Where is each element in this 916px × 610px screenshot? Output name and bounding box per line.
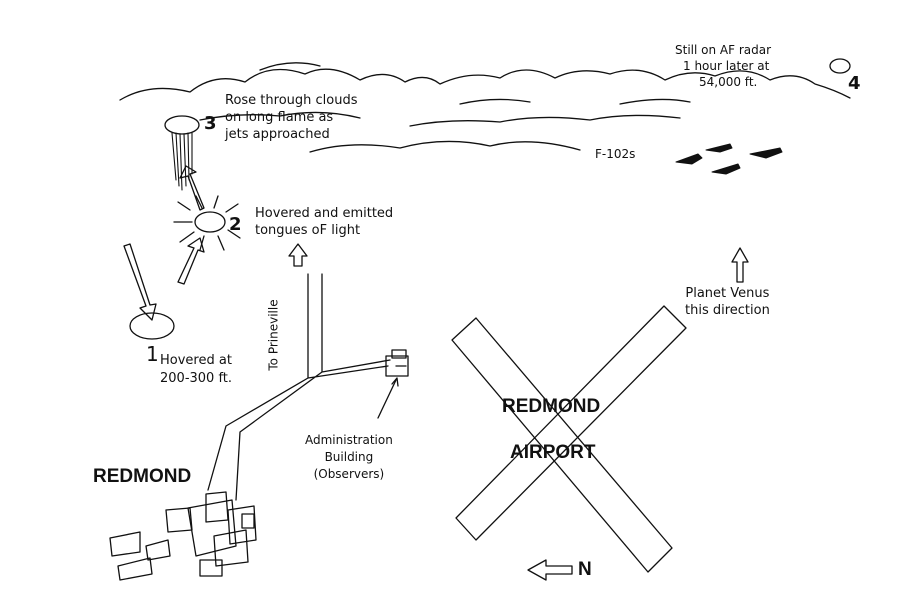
object-1-ellipse (129, 312, 175, 340)
airport-label-line-2: AIRPORT (510, 442, 596, 463)
cloud-layer-4 (259, 62, 691, 105)
venus-label: Planet Venus this direction (685, 285, 770, 319)
to-prineville-label: To Prineville (266, 299, 281, 371)
admin-line-2: Building (324, 450, 374, 464)
object-2-ellipse (194, 211, 226, 233)
f102-label: F-102s (595, 147, 636, 161)
road (207, 273, 391, 501)
object-3-ellipse (164, 115, 200, 135)
rose-line-3: jets approached (225, 127, 330, 142)
arrow-2-to-3 (179, 165, 205, 211)
rose-through-clouds-label: Rose through clouds on long flame as jet… (225, 92, 358, 143)
hovered-line-2: tongues oF light (255, 223, 361, 238)
prineville-arrow-icon (288, 243, 308, 267)
admin-line-3: (Observers) (313, 467, 385, 481)
runway-1 (451, 317, 673, 573)
rose-line-2: on long flame as (225, 110, 334, 125)
cloud-layer (119, 68, 851, 101)
rose-line-1: Rose through clouds (225, 93, 358, 108)
marker-4-label: 4 (848, 73, 861, 94)
north-arrow-icon (527, 559, 573, 581)
venus-line-2: this direction (685, 303, 770, 318)
marker-3-label: 3 (204, 113, 217, 134)
admin-building-label: Administration Building (Observers) (305, 432, 393, 483)
north-label: N (578, 559, 592, 580)
arrow-down-to-1 (123, 243, 157, 321)
hov-alt-line-2: 200-300 ft. (160, 371, 233, 386)
still-line-3: 54,000 ft. (699, 75, 758, 89)
hov-alt-line-1: Hovered at (160, 353, 232, 368)
still-on-radar-label: Still on AF radar 1 hour later at 54,000… (675, 42, 771, 90)
flame-trail (171, 132, 193, 191)
light-rays (173, 195, 241, 251)
f102-jets (675, 143, 783, 175)
venus-line-1: Planet Venus (685, 286, 770, 301)
arrow-1-to-2 (177, 237, 205, 285)
marker-2-label: 2 (229, 214, 242, 235)
admin-pointer-head (391, 377, 399, 387)
cloud-layer-2 (199, 111, 681, 127)
object-4-ellipse (829, 58, 851, 74)
cloud-layer-3 (309, 140, 581, 153)
admin-building-icon (385, 349, 409, 377)
admin-pointer-arrow (377, 379, 397, 419)
marker-1-label: 1 (146, 342, 159, 366)
still-line-2: 1 hour later at (683, 59, 770, 73)
airport-label-line-1: REDMOND (502, 396, 601, 417)
still-line-1: Still on AF radar (675, 43, 772, 57)
runway-2 (455, 305, 687, 541)
redmond-town-blocks (109, 491, 257, 581)
venus-arrow-icon (731, 247, 749, 283)
hovered-emitted-label: Hovered and emitted tongues oF light (255, 205, 393, 239)
redmond-town-label: REDMOND (93, 466, 192, 487)
hovered-altitude-label: Hovered at 200-300 ft. (160, 352, 232, 388)
hovered-line-1: Hovered and emitted (255, 206, 394, 221)
admin-line-1: Administration (305, 433, 393, 447)
